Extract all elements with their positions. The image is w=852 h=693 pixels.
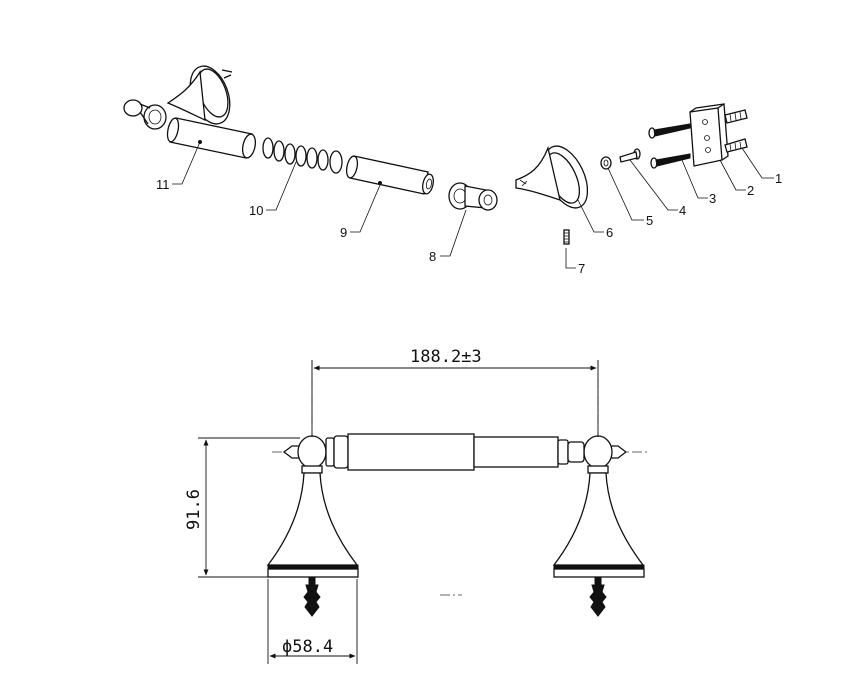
part-9-inner-rod	[345, 155, 434, 195]
dimension-height-label: 91.6	[184, 489, 204, 530]
callout-8: 8	[429, 249, 436, 264]
callout-7: 7	[578, 261, 585, 276]
part-10-spring	[262, 137, 343, 174]
callout-5: 5	[646, 213, 653, 228]
part-11-left-end-cap	[123, 99, 167, 130]
callout-6: 6	[606, 225, 613, 240]
callout-labels: 1 2 3 4 5 6 7 8 9 10 11	[156, 141, 782, 276]
left-post	[266, 435, 359, 617]
dimension-base-diameter-label: ϕ58.4	[282, 637, 333, 657]
callout-11: 11	[156, 177, 170, 192]
part-6-right-wall-flange	[515, 145, 589, 209]
left-wall-flange	[166, 65, 233, 125]
part-2-mounting-bracket	[689, 102, 729, 167]
part-7-set-screw	[563, 229, 570, 245]
callout-1: 1	[775, 171, 782, 186]
callout-9: 9	[340, 225, 347, 240]
callout-3: 3	[709, 191, 716, 206]
right-post	[552, 435, 645, 617]
roller-rod	[325, 433, 585, 471]
dimension-height: 91.6	[184, 437, 300, 578]
dimension-length: 188.2±3	[311, 347, 599, 437]
exploded-view: 1 2 3 4 5 6 7 8 9 10 11	[123, 65, 782, 276]
dimension-length-label: 188.2±3	[410, 347, 482, 367]
assembly-view: 188.2±3 91.6 ϕ58.4	[184, 347, 650, 664]
callout-10: 10	[249, 203, 263, 218]
part-4-small-screw	[619, 148, 641, 163]
part-8-right-end-cap	[448, 182, 498, 211]
part-1-wall-anchors	[724, 109, 748, 153]
callout-4: 4	[679, 203, 686, 218]
callout-2: 2	[747, 183, 754, 198]
dimension-base-diameter: ϕ58.4	[267, 579, 358, 664]
part-3-long-screws	[648, 123, 691, 169]
part-11-left-sleeve	[166, 117, 257, 159]
part-5-washer	[600, 156, 612, 170]
